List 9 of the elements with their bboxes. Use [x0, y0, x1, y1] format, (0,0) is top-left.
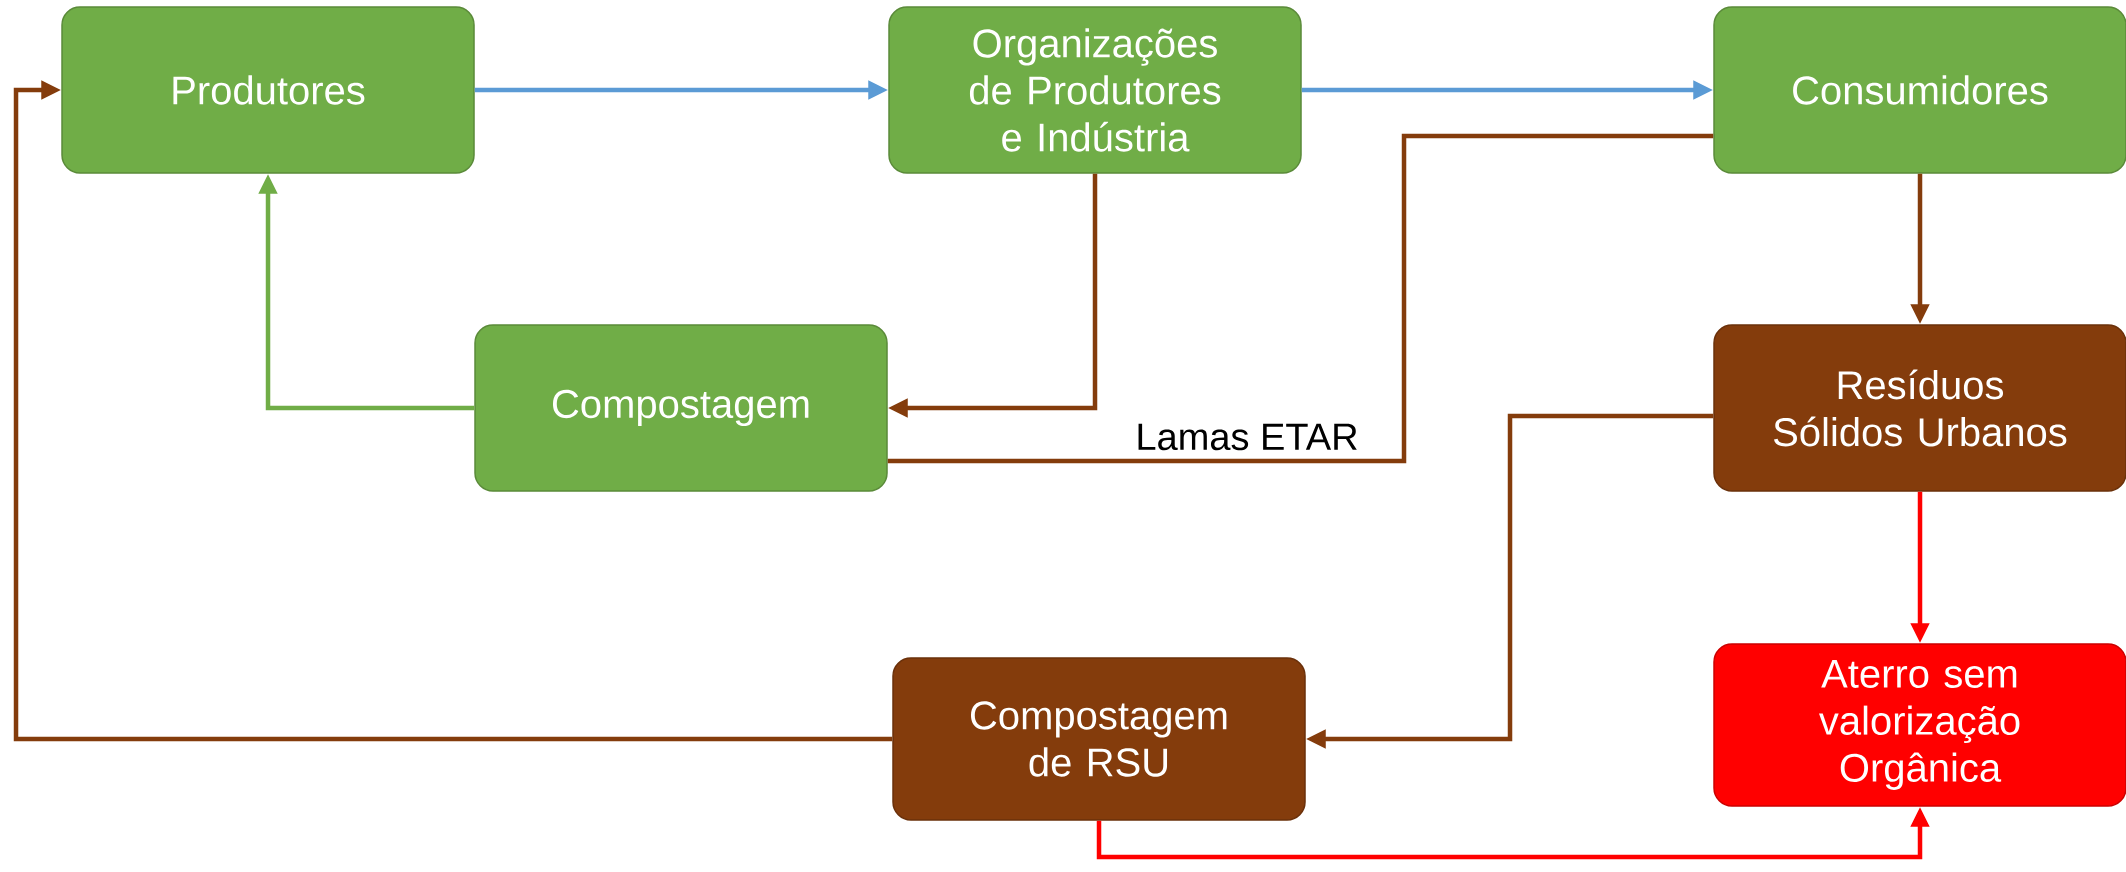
process-box: Resíduos Sólidos Urbanos: [1713, 324, 2126, 492]
arrow: [13, 80, 893, 742]
process-box: Compostagem de RSU: [892, 657, 1306, 821]
process-box: Organizações de Produtores e Indústria: [888, 6, 1302, 174]
process-box: Consumidores: [1713, 6, 2126, 174]
process-box: Aterro sem valorização Orgânica: [1713, 643, 2126, 807]
process-box: Produtores: [61, 6, 475, 174]
edge-label: Lamas ETAR: [1133, 421, 1361, 453]
process-box: Compostagem: [474, 324, 888, 492]
